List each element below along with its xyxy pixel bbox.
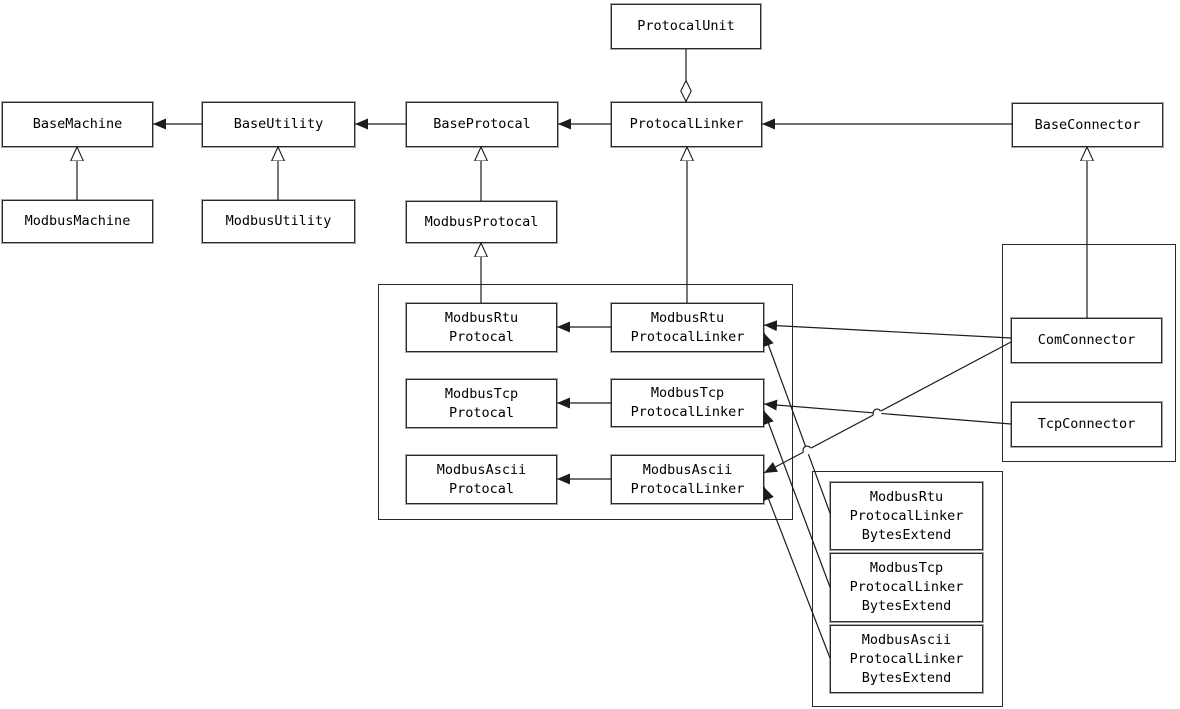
class-box-base-connector: BaseConnector [1012, 103, 1163, 147]
class-label-line: Protocal [448, 480, 515, 497]
class-label-line: TcpConnector [1037, 416, 1136, 432]
class-label-line: ModbusTcp [650, 385, 725, 401]
class-label-line: BaseProtocal [433, 116, 531, 132]
class-label-line: ModbusRtu [650, 309, 725, 326]
line-jump-mask [802, 445, 812, 455]
class-label-line: ProtocalUnit [637, 18, 735, 34]
class-box-base-protocal: BaseProtocal [406, 102, 558, 147]
class-box-com-connector: ComConnector [1011, 318, 1162, 363]
class-label-line: ModbusTcp [869, 560, 944, 576]
edge-com-connector-to-ascii-linker [763, 341, 1012, 474]
class-label-line: BaseConnector [1034, 116, 1141, 133]
class-label-line: BaseUtility [233, 116, 324, 132]
class-label-line: ProtocalLinker [629, 116, 744, 132]
class-label-line: ProtocalLinker [849, 650, 964, 667]
class-label-line: ModbusAscii [436, 461, 527, 478]
class-label-line: Protocal [448, 328, 515, 345]
class-label-line: ComConnector [1037, 332, 1136, 348]
class-box-protocal-linker: ProtocalLinker [611, 102, 762, 147]
class-box-modbus-utility: ModbusUtility [202, 200, 355, 243]
line-jump-arc [872, 408, 882, 416]
class-label-line: ProtocalLinker [630, 480, 745, 497]
class-label-line: ModbusTcp [444, 385, 519, 402]
class-label-line: ProtocalLinker [630, 404, 745, 420]
class-label-line: ModbusUtility [225, 213, 332, 229]
class-box-protocal-unit: ProtocalUnit [611, 4, 761, 49]
class-label-line: Protocal [448, 404, 515, 421]
class-box-tcp-connector: TcpConnector [1011, 402, 1162, 447]
class-label-line: ModbusRtu [444, 309, 519, 326]
line-jump-mask [872, 408, 882, 418]
class-label-line: BaseMachine [32, 116, 123, 132]
edge-com-connector-to-rtu-linker [763, 320, 1012, 339]
class-label-line: ModbusAscii [861, 631, 952, 648]
class-label-line: ModbusMachine [24, 213, 131, 229]
class-box-base-utility: BaseUtility [202, 102, 355, 147]
edge-tcp-connector-to-tcp-linker [763, 399, 1012, 425]
class-label-line: ModbusAscii [642, 461, 733, 478]
class-label-line: ProtocalLinker [849, 579, 964, 595]
class-box-base-machine: BaseMachine [2, 102, 153, 147]
class-box-modbus-machine: ModbusMachine [2, 200, 153, 243]
class-label-line: BytesExtend [861, 526, 952, 543]
class-label-line: ModbusProtocal [424, 213, 539, 230]
class-label-line: BytesExtend [861, 669, 952, 686]
class-label-line: ProtocalLinker [849, 507, 964, 524]
line-jump-arc [802, 445, 812, 453]
class-box-modbus-protocal: ModbusProtocal [406, 201, 557, 243]
class-label-line: ProtocalLinker [630, 328, 745, 345]
class-label-line: ModbusRtu [869, 488, 944, 505]
class-label-line: BytesExtend [861, 598, 952, 614]
